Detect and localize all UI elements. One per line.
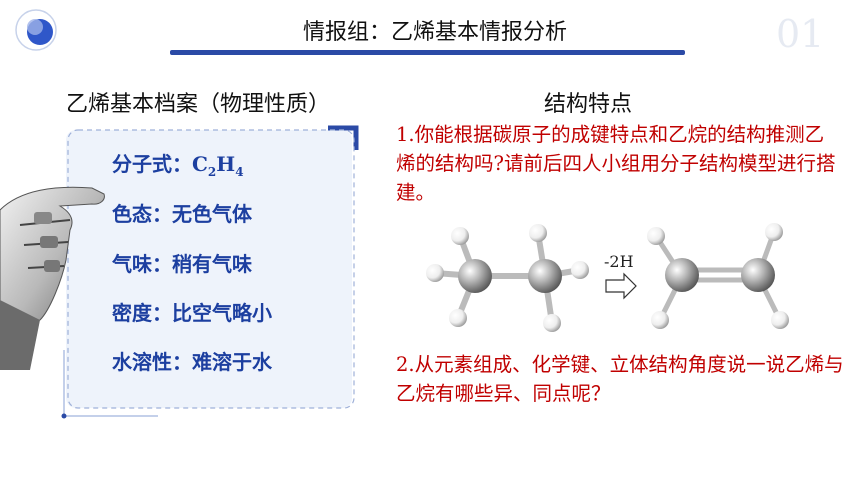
- property-value: 难溶于水: [192, 350, 272, 374]
- property-formula: 分子式：C2H4: [112, 148, 244, 179]
- property-value: 稍有气味: [172, 252, 252, 276]
- property-label: 水溶性：: [112, 350, 192, 374]
- property-label: 气味：: [112, 252, 172, 276]
- question-1: 1.你能根据碳原子的成键特点和乙烷的结构推测乙烯的结构吗?请前后四人小组用分子结…: [396, 123, 836, 204]
- card-frame: [61, 125, 359, 419]
- property-solubility: 水溶性：难溶于水: [112, 346, 272, 375]
- page-number: 01: [776, 12, 825, 56]
- robot-hand-image: [0, 186, 105, 370]
- formula-hydrogen-count: 4: [235, 165, 244, 179]
- title-underline: [170, 50, 685, 55]
- property-value: 无色气体: [172, 202, 252, 226]
- molecule-models-image: [426, 223, 789, 332]
- property-odor: 气味：稍有气味: [112, 248, 252, 277]
- logo-icon: [15, 9, 57, 51]
- formula-hydrogen: H: [216, 152, 236, 176]
- question-2: 2.从元素组成、化学键、立体结构角度说一说乙烯与乙烷有哪些异、同点呢？: [396, 353, 844, 405]
- structure-heading: 结构特点: [544, 92, 633, 117]
- property-value: 比空气略小: [172, 301, 272, 325]
- property-color-state: 色态：无色气体: [112, 198, 252, 227]
- reaction-label: -2H: [604, 252, 634, 271]
- page-title: 情报组：乙烯基本情报分析: [302, 20, 567, 45]
- formula-carbon: C: [192, 152, 208, 176]
- formula-value: C2H4: [192, 152, 244, 179]
- physical-properties-heading: 乙烯基本档案（物理性质）: [66, 92, 331, 117]
- property-density: 密度：比空气略小: [112, 297, 272, 326]
- properties-card: [66, 130, 352, 408]
- property-label: 分子式：: [112, 152, 192, 176]
- property-label: 密度：: [112, 301, 172, 325]
- property-label: 色态：: [112, 202, 172, 226]
- formula-carbon-count: 2: [207, 165, 217, 179]
